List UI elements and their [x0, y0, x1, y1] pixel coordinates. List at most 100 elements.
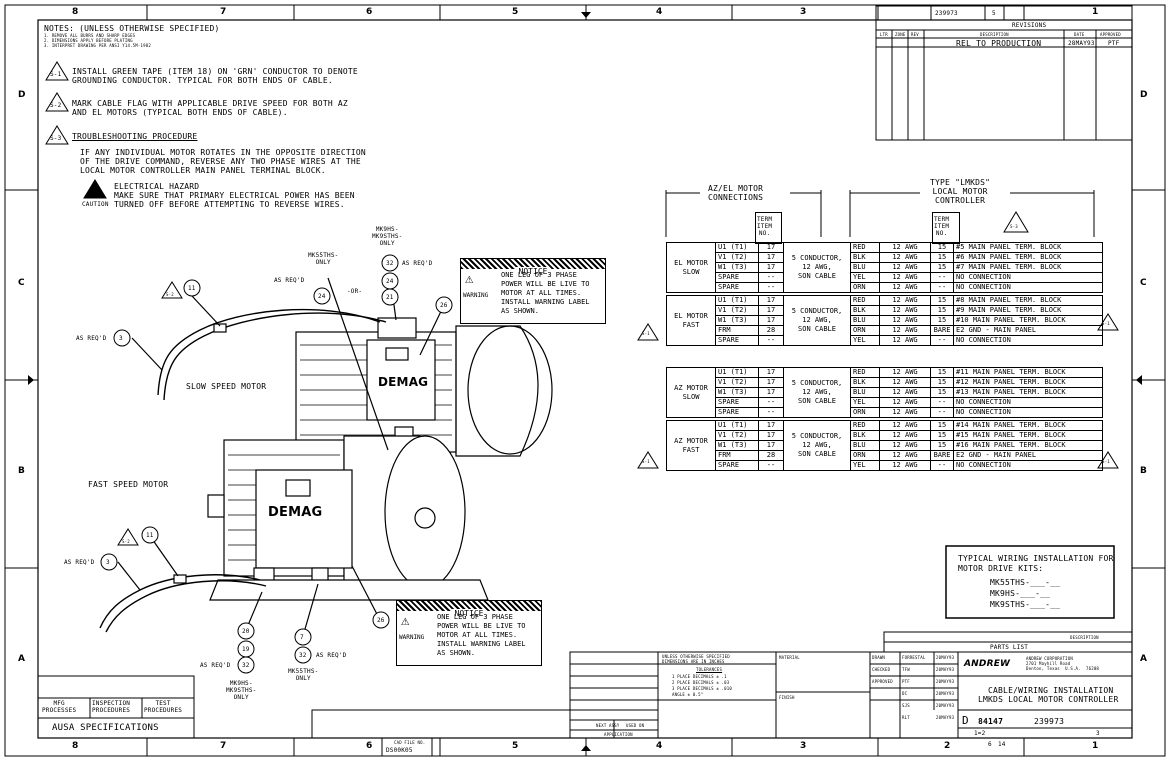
connection-cell: NO CONNECTION — [953, 397, 1103, 408]
zone-col-4-bottom: 4 — [656, 741, 663, 751]
zone-row-a: A — [18, 654, 25, 664]
or-label: -OR- — [347, 288, 363, 295]
zone-col-7-bottom: 7 — [220, 741, 227, 751]
wire-gauge-cell: 12 AWG — [879, 272, 931, 283]
as-reqd-right-top: AS REQ'D — [402, 260, 433, 267]
kit-mk55: MK55THS-___-__ — [990, 578, 1061, 587]
rev-h-rev: REV — [911, 32, 919, 37]
cable-spec: 5 CONDUCTOR, 12 AWG, SON CABLE — [783, 420, 851, 471]
connection-cell: #12 MAIN PANEL TERM. BLOCK — [953, 377, 1103, 388]
connection-cell: NO CONNECTION — [953, 335, 1103, 346]
sheet-number: 6 — [988, 741, 992, 748]
connection-cell: #9 MAIN PANEL TERM. BLOCK — [953, 305, 1103, 316]
motor-label: EL MOTOR SLOW — [666, 242, 716, 293]
signer-date: 20MAY93 — [936, 655, 955, 660]
balloon-32-bottom-left: 32 — [242, 662, 250, 669]
term-item-cell: 28 — [758, 450, 784, 461]
term-item-cell: 17 — [758, 252, 784, 263]
connection-cell: #7 MAIN PANEL TERM. BLOCK — [953, 262, 1103, 273]
zone-col-4: 4 — [656, 7, 663, 17]
company-address: ANDREW CORPORATION 2701 Mayhill Road Den… — [1026, 656, 1100, 671]
s1-tag-3: S-1 — [642, 459, 650, 464]
zone-col-3: 3 — [800, 7, 807, 17]
drawing-size: D — [962, 714, 969, 727]
zone-col-8-bottom: 8 — [72, 741, 79, 751]
scale-value: 1=2 — [974, 730, 986, 737]
controller-term-item-cell: -- — [930, 282, 954, 293]
motor-label: EL MOTOR FAST — [666, 295, 716, 346]
fast-speed-motor-label: FAST SPEED MOTOR — [88, 480, 169, 489]
connection-cell: #15 MAIN PANEL TERM. BLOCK — [953, 430, 1103, 441]
controller-term-item-cell: 15 — [930, 440, 954, 451]
std-note-3: 3. INTERPRET DRAWING PER ANSI Y14.5M-198… — [44, 43, 151, 48]
balloon-24-top-left: 24 — [318, 293, 326, 300]
kits-line-2: MOTOR DRIVE KITS: — [958, 564, 1044, 573]
connection-cell: #5 MAIN PANEL TERM. BLOCK — [953, 242, 1103, 253]
slow-speed-motor-label: SLOW SPEED MOTOR — [186, 382, 267, 391]
connection-cell: E2 GND - MAIN PANEL — [953, 450, 1103, 461]
notice-top-l3: MOTOR AT ALL TIMES. — [501, 289, 582, 297]
controller-term-item-cell: 15 — [930, 305, 954, 316]
connection-cell: NO CONNECTION — [953, 407, 1103, 418]
motor-terminal-cell: U1 (T1) — [715, 420, 759, 431]
wire-color-cell: RED — [850, 367, 880, 378]
wire-gauge-cell: 12 AWG — [879, 397, 931, 408]
notice-warning-top: WARNING — [463, 292, 489, 299]
notice-title-top: NOTICE — [515, 267, 551, 276]
motor-terminal-cell: V1 (T2) — [715, 305, 759, 316]
term-item-cell: 17 — [758, 387, 784, 398]
motor-terminal-cell: SPARE — [715, 460, 759, 471]
signer-role: APPROVED — [872, 679, 893, 684]
cage-code: 84147 — [978, 717, 1004, 726]
demag-brand-slow: DEMAG — [378, 375, 429, 389]
controller-term-item-cell: 15 — [930, 315, 954, 326]
header-local-controller: TYPE "LMKDS" LOCAL MOTOR CONTROLLER — [930, 178, 991, 205]
term-item-cell: -- — [758, 397, 784, 408]
notice-top-l1: ONE LEG OF 3 PHASE — [501, 271, 577, 279]
zone-col-1: 1 — [1092, 7, 1099, 17]
note-1-line-2: GROUNDING CONDUCTOR. TYPICAL FOR BOTH EN… — [72, 76, 333, 85]
demag-brand-fast: DEMAG — [268, 505, 323, 520]
notice-title-bottom: NOTICE — [451, 609, 487, 618]
rev-h-ltr: LTR — [880, 32, 888, 37]
connection-cell: NO CONNECTION — [953, 460, 1103, 471]
motor-terminal-cell: V1 (T2) — [715, 430, 759, 441]
notice-top-l2: POWER WILL BE LIVE TO — [501, 280, 590, 288]
wire-color-cell: YEL — [850, 272, 880, 283]
wire-gauge-cell: 12 AWG — [879, 430, 931, 441]
test-procedures: TEST PROCEDURES — [144, 700, 183, 714]
wire-color-cell: ORN — [850, 282, 880, 293]
wire-color-cell: ORN — [850, 450, 880, 461]
mk9-only-top: MK9HS- MK9STHS- ONLY — [372, 226, 403, 247]
controller-term-item-cell: -- — [930, 335, 954, 346]
as-reqd-bottom-left: AS REQ'D — [200, 662, 231, 669]
as-reqd-bottom-right: AS REQ'D — [316, 652, 347, 659]
wire-gauge-cell: 12 AWG — [879, 407, 931, 418]
cad-file-label: CAD FILE NO. — [394, 740, 426, 745]
wire-gauge-cell: 12 AWG — [879, 377, 931, 388]
note-3-tag: S-3 — [50, 135, 62, 142]
signer-name: FORRESTAL — [902, 655, 926, 660]
motor-terminal-cell: W1 (T3) — [715, 387, 759, 398]
tolerance-4: ANGLE ± 0.5° — [672, 692, 704, 697]
term-item-cell: 17 — [758, 242, 784, 253]
inspection-procedures: INSPECTION PROCEDURES — [92, 700, 131, 714]
connection-cell: #11 MAIN PANEL TERM. BLOCK — [953, 367, 1103, 378]
note-3-line-2: IF ANY INDIVIDUAL MOTOR ROTATES IN THE O… — [80, 148, 366, 157]
zone-col-8: 8 — [72, 7, 79, 17]
motor-terminal-cell: W1 (T3) — [715, 315, 759, 326]
s2-tag-top: S-2 — [166, 292, 174, 297]
notice-bottom-l3: MOTOR AT ALL TIMES. — [437, 631, 518, 639]
controller-term-item-cell: -- — [930, 397, 954, 408]
wire-gauge-cell: 12 AWG — [879, 440, 931, 451]
